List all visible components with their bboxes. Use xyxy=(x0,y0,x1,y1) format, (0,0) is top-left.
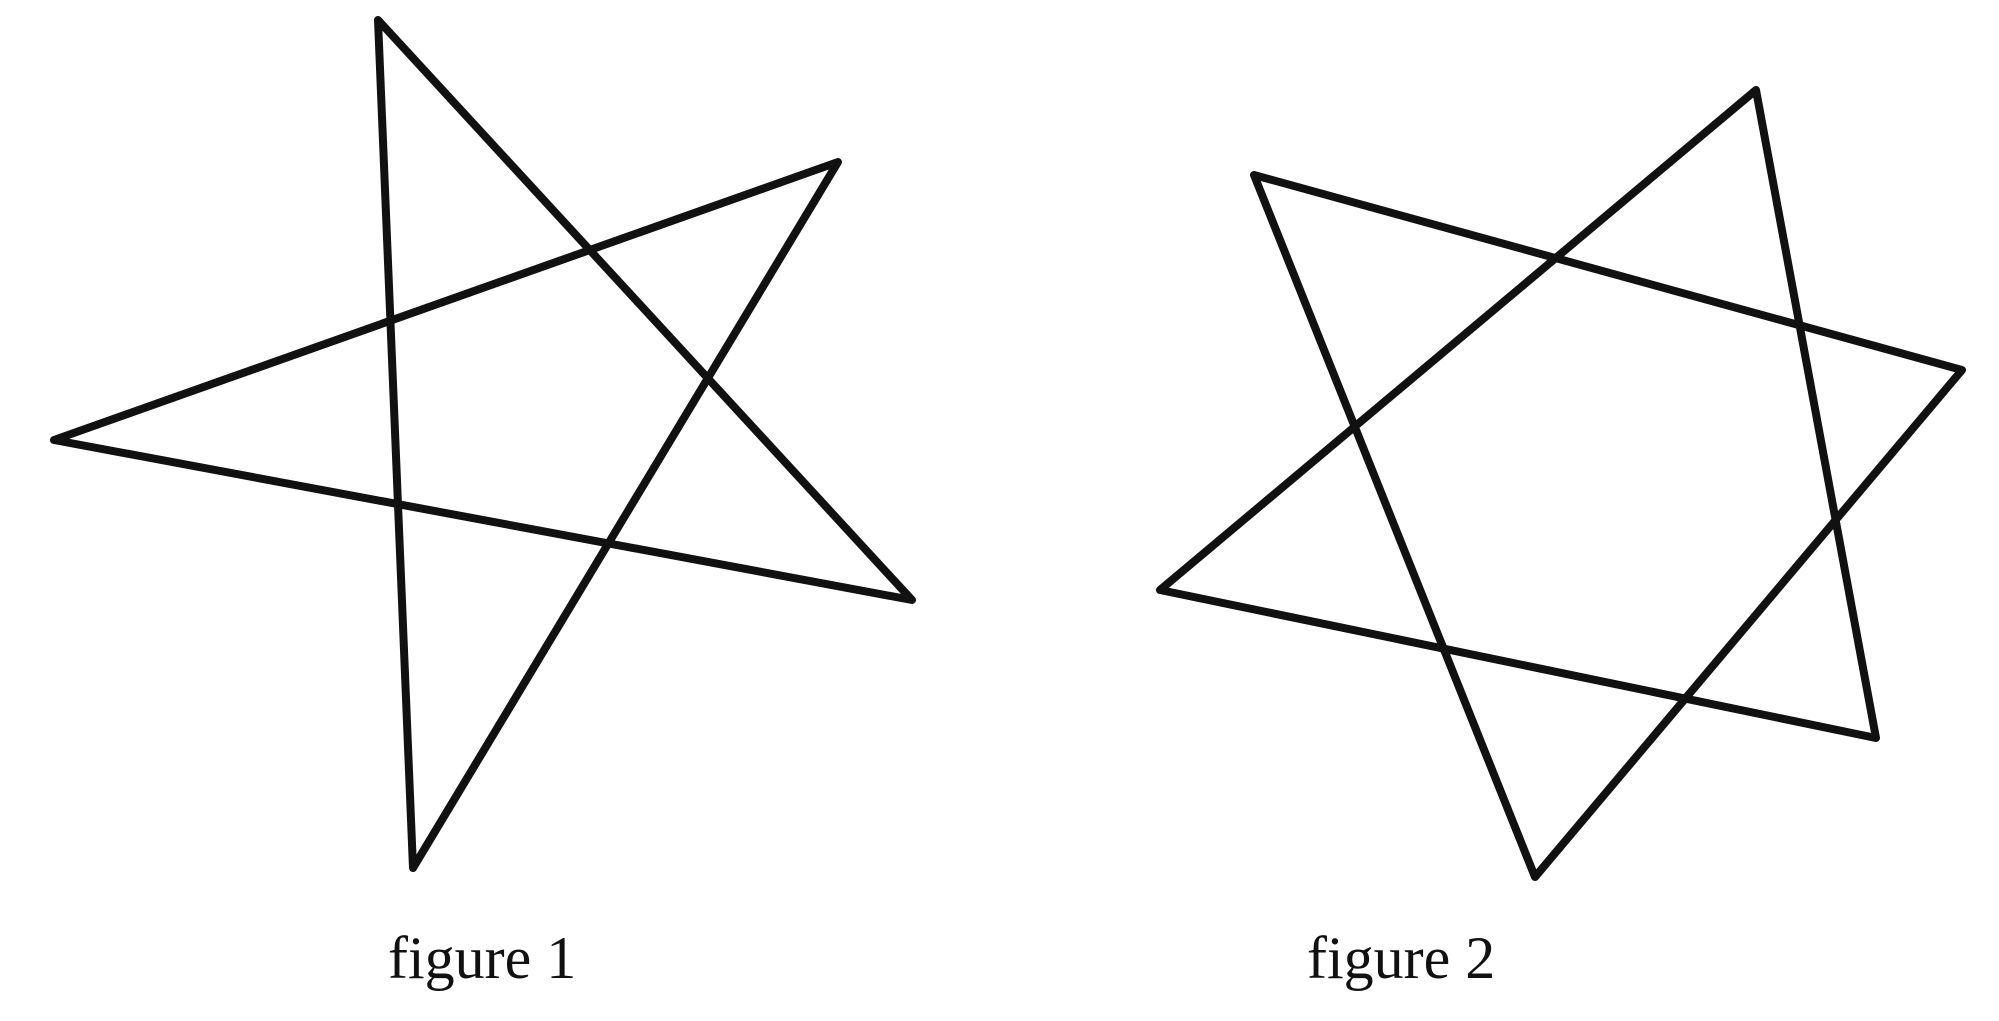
figure-2-caption: figure 2 xyxy=(1307,925,1496,991)
figure-2-triangle-b xyxy=(1250,171,1966,881)
figure-2-triangle-a xyxy=(1156,86,1880,742)
figure-1-pentagram xyxy=(50,16,916,872)
figure-1-caption: figure 1 xyxy=(388,925,577,991)
